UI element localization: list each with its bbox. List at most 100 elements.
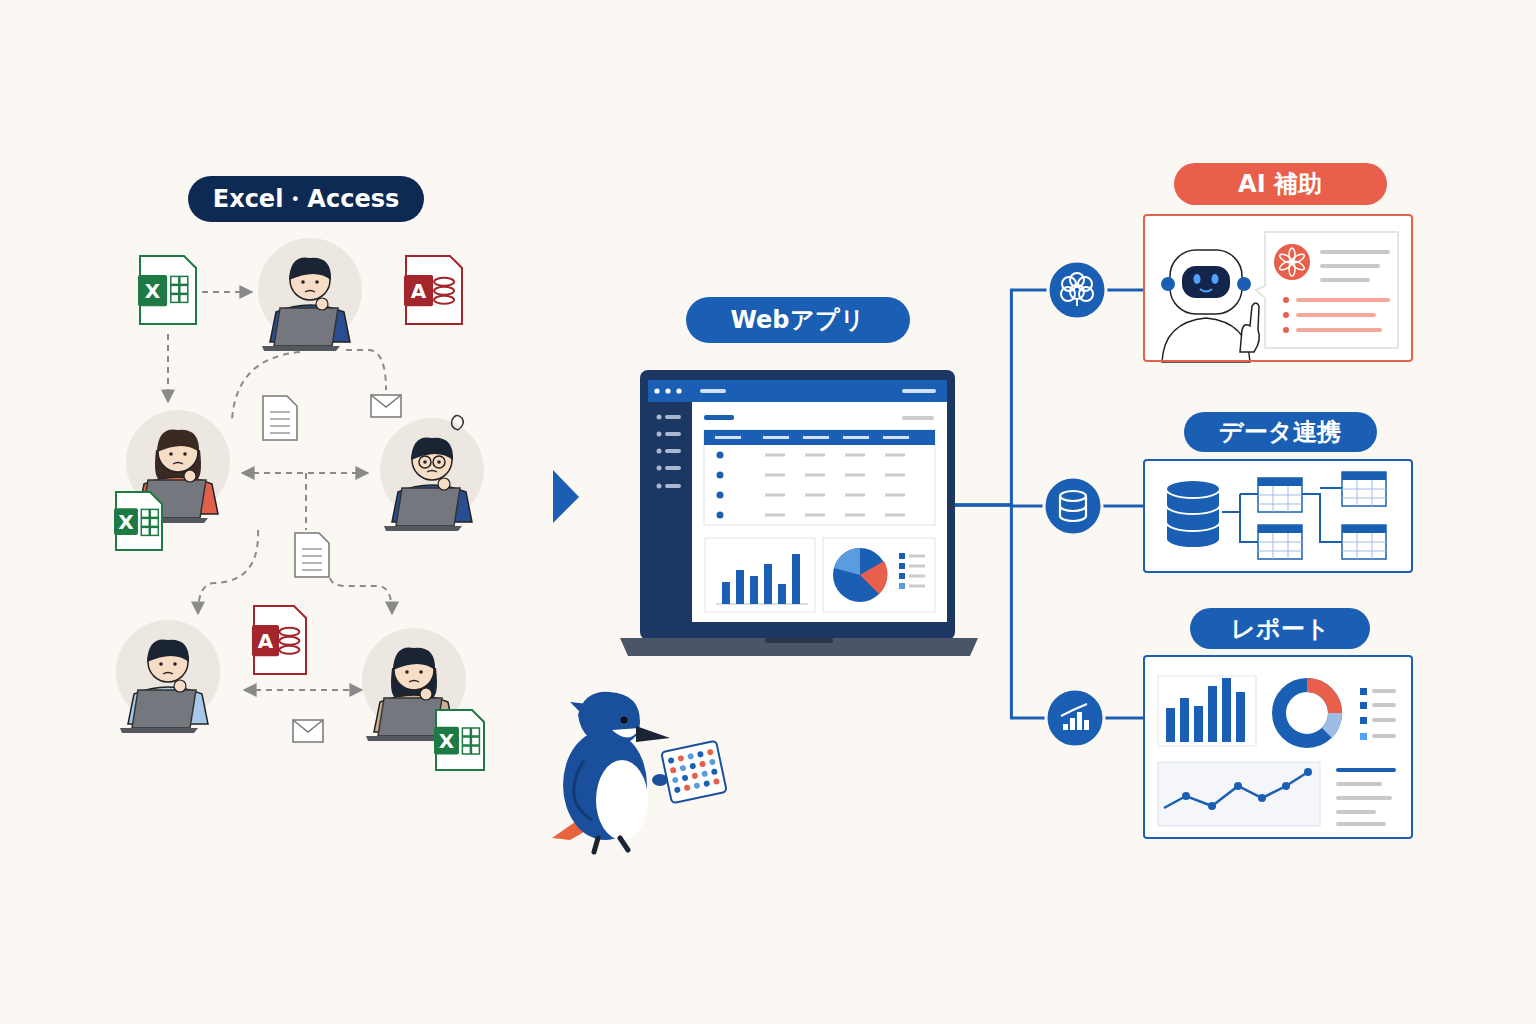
table-frame bbox=[1258, 525, 1302, 559]
trend-line bbox=[1164, 772, 1308, 808]
icon-letter: X bbox=[439, 731, 454, 751]
eye bbox=[423, 460, 427, 464]
hand bbox=[438, 478, 450, 490]
legend-square bbox=[899, 553, 905, 559]
bird-wing bbox=[574, 760, 592, 820]
menu-dot bbox=[657, 449, 662, 454]
trend-point bbox=[1208, 802, 1216, 810]
menu-dot bbox=[657, 484, 662, 489]
envelope-body bbox=[371, 395, 401, 417]
topbar-line bbox=[902, 389, 936, 393]
content-panel: Webアプリ bbox=[640, 370, 955, 640]
text-line bbox=[1320, 264, 1380, 268]
window-dot bbox=[665, 388, 670, 393]
envelope-body bbox=[293, 720, 323, 742]
report-bar bbox=[1222, 678, 1231, 742]
pie-slice bbox=[860, 561, 888, 594]
icon-circle bbox=[1044, 477, 1102, 535]
grid-cell bbox=[471, 746, 479, 754]
card-dot bbox=[689, 763, 696, 770]
card-dot bbox=[703, 780, 710, 787]
flow-dash-arrow bbox=[232, 352, 300, 420]
flow-dash-arrow bbox=[167, 334, 169, 402]
db-disc bbox=[279, 637, 299, 645]
laptop-base bbox=[262, 346, 340, 351]
row-dot bbox=[717, 452, 724, 459]
db-disc bbox=[434, 278, 454, 286]
person-figure bbox=[380, 418, 484, 531]
menu-line bbox=[665, 432, 681, 436]
person-hair bbox=[411, 437, 453, 460]
db-disc bbox=[434, 296, 454, 304]
icon-circle bbox=[1048, 261, 1106, 319]
panel-heading: データ連携 bbox=[1184, 412, 1377, 452]
row-cell bbox=[885, 474, 905, 477]
grid-cell bbox=[462, 737, 470, 745]
panel-fill bbox=[1143, 655, 1413, 839]
glasses bbox=[419, 456, 431, 468]
brain-lobe bbox=[1079, 287, 1093, 301]
report-bar bbox=[1166, 708, 1175, 742]
row-dot bbox=[717, 492, 724, 499]
laptop-base bbox=[384, 526, 462, 531]
row-cell bbox=[805, 454, 825, 457]
chart-bar bbox=[750, 576, 758, 604]
icon-badge bbox=[138, 275, 167, 306]
card-dot bbox=[684, 784, 691, 791]
table-header bbox=[1258, 525, 1302, 533]
menu-line bbox=[665, 466, 681, 470]
brain-lobe bbox=[1061, 287, 1075, 301]
card-dot bbox=[687, 753, 694, 760]
bird-cheek bbox=[612, 728, 640, 738]
envelope-icon bbox=[371, 395, 401, 417]
person-hair bbox=[393, 647, 435, 670]
table-grid bbox=[1258, 533, 1302, 559]
legend-square bbox=[1360, 702, 1367, 709]
table-header bbox=[1258, 478, 1302, 486]
flow-dash-arrow bbox=[305, 473, 307, 530]
table-frame bbox=[704, 430, 935, 525]
donut-segment bbox=[1307, 685, 1335, 713]
header-cell bbox=[883, 436, 909, 439]
line-chart-card bbox=[1158, 762, 1320, 826]
person-hair bbox=[147, 639, 189, 662]
table-grid bbox=[1342, 533, 1386, 559]
ai-robot-illustration bbox=[1161, 232, 1398, 362]
document-line bbox=[270, 432, 290, 434]
header-cell bbox=[803, 436, 829, 439]
robot-head bbox=[1170, 250, 1242, 314]
grid-cell bbox=[462, 746, 470, 754]
summary-line bbox=[1336, 796, 1392, 800]
text-line bbox=[1320, 278, 1370, 282]
robot-visor bbox=[1182, 266, 1230, 298]
connector-line bbox=[955, 505, 1143, 718]
file-sheet bbox=[254, 606, 306, 674]
document-line bbox=[302, 555, 322, 557]
row-cell bbox=[765, 474, 785, 477]
menu-line bbox=[665, 484, 681, 488]
donut-ring bbox=[1279, 685, 1335, 741]
table-icon bbox=[1342, 472, 1386, 506]
db-disc bbox=[434, 287, 454, 295]
flow-dash-arrow bbox=[202, 291, 252, 293]
pie bbox=[833, 548, 887, 602]
trend-point bbox=[1282, 782, 1290, 790]
document-line bbox=[270, 418, 290, 420]
row-cell bbox=[765, 454, 785, 457]
flow-dash-arrow bbox=[346, 350, 386, 390]
report-bar bbox=[1194, 706, 1203, 742]
row-dot bbox=[717, 512, 724, 519]
mouth bbox=[173, 463, 183, 465]
laptop-base bbox=[620, 638, 978, 656]
menu-dot bbox=[657, 432, 662, 437]
chart-bar bbox=[1070, 718, 1075, 730]
icon-letter: X bbox=[118, 512, 133, 532]
robot-smile bbox=[1200, 289, 1212, 292]
table-frame bbox=[1258, 478, 1302, 512]
card-dot bbox=[701, 770, 708, 777]
grid-cell bbox=[150, 509, 158, 517]
card-dot bbox=[709, 758, 716, 765]
panel-heading: AI 補助 bbox=[1174, 163, 1387, 205]
access-icon bbox=[252, 606, 306, 674]
transition-arrow bbox=[553, 470, 579, 523]
